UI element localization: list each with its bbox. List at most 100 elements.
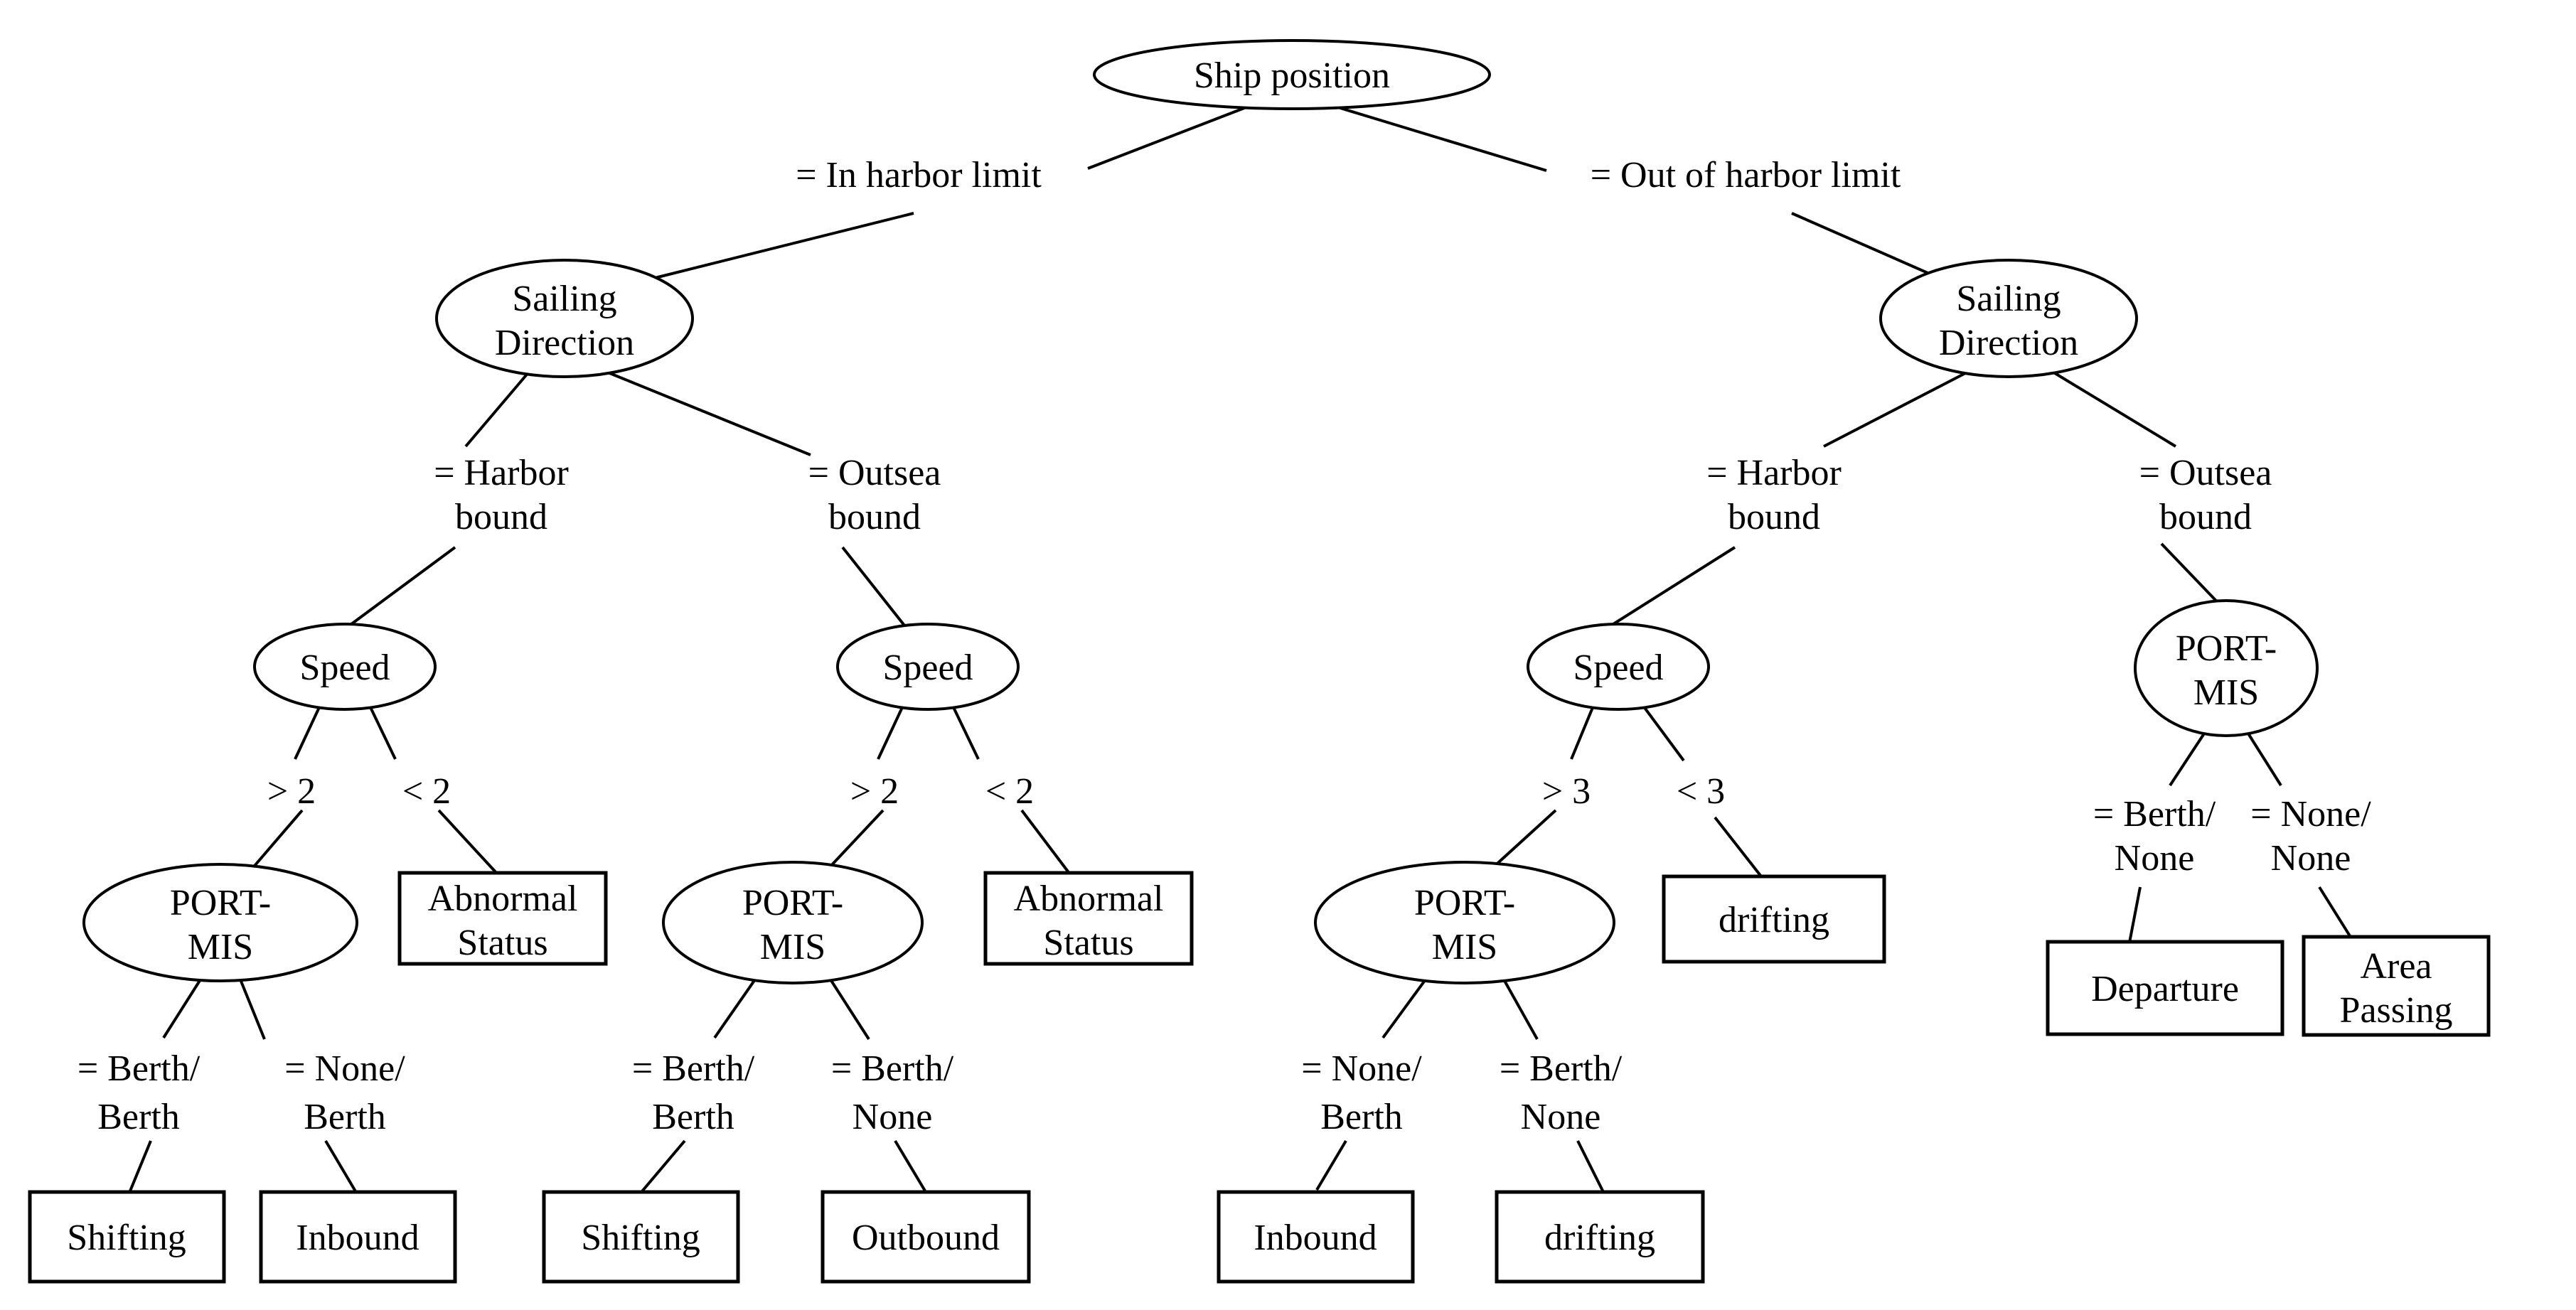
- portmis-far-right-label-line1: PORT-: [2176, 628, 2277, 669]
- edge-label-none-berth-1-line1: = None/: [284, 1048, 405, 1089]
- portmis-far-right-label-line2: MIS: [2193, 672, 2259, 713]
- shifting-1-label: Shifting: [67, 1218, 186, 1258]
- edge-label-none-berth-1-line2: Berth: [304, 1097, 386, 1137]
- portmis-left-label-line1: PORT-: [170, 883, 271, 923]
- inbound-1-box: [259, 1190, 457, 1284]
- speed-left-label: Speed: [299, 648, 390, 688]
- sailing-direction-right-label-line1: Sailing: [1956, 279, 2061, 319]
- edge-label-in-harbor-limit: = In harbor limit: [796, 155, 1042, 195]
- edge-label-berth-none-far-line2: None: [2115, 838, 2195, 879]
- edge-speed-left-to-gt2: [294, 705, 321, 760]
- abnormal-status-left-label-line2: Status: [457, 923, 547, 963]
- ship-position-label: Ship position: [1194, 55, 1390, 96]
- leaf-inbound-2: Inbound: [1217, 1190, 1415, 1284]
- edge-berth-berth-to-shifting-2: [641, 1139, 686, 1193]
- edge-label-outsea-bound-left-line2: bound: [828, 497, 921, 537]
- edge-label-harbor-bound-right-line2: bound: [1728, 497, 1820, 537]
- edge-label-outsea-bound-right-line2: bound: [2159, 497, 2252, 537]
- node-portmis-right-mid: PORT- MIS: [1314, 861, 1615, 984]
- abnormal-status-mid-box: [983, 871, 1194, 966]
- edge-labels: = In harbor limit = Out of harbor limit …: [78, 155, 2371, 1137]
- edge-speed-left-to-lt2: [368, 705, 397, 760]
- edge-none-berth-to-inbound-1: [324, 1139, 357, 1193]
- edge-root-to-out-harbor: [1340, 107, 1547, 172]
- node-sailing-direction-left: Sailing Direction: [435, 259, 694, 378]
- edge-in-harbor-to-sailing-left: [643, 212, 914, 282]
- portmis-right-mid-label-line2: MIS: [1432, 927, 1497, 967]
- edge-label-none-berth-2-line1: = None/: [1301, 1048, 1422, 1089]
- edge-none-none-to-area-passing: [2318, 886, 2353, 940]
- abnormal-status-left-label-line1: Abnormal: [428, 879, 578, 919]
- leaf-inbound-1: Inbound: [259, 1190, 457, 1284]
- portmis-mid-ellipse: [662, 861, 924, 984]
- ship-position-ellipse: [1093, 39, 1491, 110]
- drifting-2-label: drifting: [1544, 1218, 1655, 1258]
- edge-label-none-none-line2: None: [2271, 838, 2351, 879]
- edge-root-to-in-harbor: [1087, 107, 1245, 170]
- departure-box: [2046, 940, 2284, 1036]
- edge-label-lt2-left: < 2: [402, 771, 451, 812]
- inbound-1-label: Inbound: [296, 1218, 419, 1258]
- leaf-abnormal-status-mid: Abnormal Status: [983, 871, 1194, 966]
- edge-speed-mid-to-gt2: [877, 705, 904, 760]
- outbound-label: Outbound: [852, 1218, 1000, 1258]
- edge-label-out-of-harbor-limit: = Out of harbor limit: [1591, 155, 1901, 195]
- edge-label-berth-none-far-line1: = Berth/: [2093, 794, 2216, 834]
- area-passing-label-line2: Passing: [2340, 990, 2453, 1031]
- edge-none-berth-to-inbound-2: [1315, 1139, 1347, 1191]
- edge-label-berth-berth-2-line1: = Berth/: [632, 1048, 755, 1089]
- node-portmis-mid: PORT- MIS: [662, 861, 924, 984]
- edge-harbor-bound-to-speed-left: [338, 546, 456, 634]
- edge-lt2-to-abnormal-left: [437, 809, 499, 876]
- node-speed-left: Speed: [253, 623, 437, 711]
- edge-label-none-none-line1: = None/: [2250, 794, 2371, 834]
- edge-label-berth-none-2-line2: None: [853, 1097, 933, 1137]
- portmis-right-mid-ellipse: [1314, 861, 1615, 984]
- edge-portmis-mid-to-berth-berth: [713, 978, 757, 1039]
- edge-label-harbor-bound-left-line2: bound: [455, 497, 547, 537]
- edge-berth-none-to-departure: [2128, 886, 2142, 943]
- edge-label-berth-none-2-line1: = Berth/: [831, 1048, 954, 1089]
- edge-portmis-far-to-none-none: [2247, 732, 2282, 787]
- edge-berth-none-to-outbound: [894, 1139, 927, 1193]
- area-passing-label-line1: Area: [2360, 946, 2432, 987]
- edge-gt3-to-portmis-rmid: [1490, 809, 1557, 870]
- edge-speed-right-to-gt3: [1570, 705, 1595, 760]
- outbound-box: [821, 1190, 1031, 1284]
- speed-left-ellipse: [253, 623, 437, 711]
- edge-gt2-to-portmis-mid: [827, 809, 885, 870]
- edge-speed-right-to-lt3: [1642, 704, 1685, 762]
- portmis-far-right-ellipse: [2134, 599, 2319, 737]
- edge-portmis-left-to-berth-berth: [162, 978, 202, 1039]
- speed-right-ellipse: [1527, 623, 1710, 711]
- edge-sailing-left-to-harbor-bound: [464, 370, 531, 448]
- edge-portmis-rmid-to-none-berth: [1381, 978, 1427, 1039]
- edge-harbor-bound-to-speed-right: [1598, 546, 1736, 634]
- leaf-abnormal-status-left: Abnormal Status: [397, 871, 608, 966]
- edge-label-berth-berth-1-line2: Berth: [97, 1097, 180, 1137]
- edge-lines: [128, 107, 2353, 1193]
- edge-label-berth-berth-2-line2: Berth: [652, 1097, 734, 1137]
- edge-portmis-far-to-berth-none: [2169, 732, 2206, 787]
- edge-out-harbor-to-sailing-right: [1791, 212, 1938, 279]
- edge-lt2-to-abnormal-mid: [1020, 809, 1071, 876]
- node-portmis-left: PORT- MIS: [82, 863, 358, 982]
- shifting-1-box: [28, 1190, 226, 1284]
- sailing-direction-right-ellipse: [1879, 259, 2138, 378]
- leaf-shifting-2: Shifting: [542, 1190, 740, 1284]
- edge-outsea-bound-to-speed-mid: [841, 546, 912, 634]
- edge-label-gt2-mid: > 2: [850, 771, 899, 812]
- edge-sailing-right-to-outsea-bound: [2050, 370, 2177, 448]
- shifting-2-label: Shifting: [581, 1218, 700, 1258]
- edge-gt2-to-portmis-left: [249, 809, 304, 872]
- edge-label-outsea-bound-left-line1: = Outsea: [808, 453, 941, 493]
- edge-label-gt2-left: > 2: [267, 771, 316, 812]
- edge-berth-none-to-drifting-2: [1576, 1140, 1605, 1193]
- node-sailing-direction-right: Sailing Direction: [1879, 259, 2138, 378]
- leaf-departure: Departure: [2046, 940, 2284, 1036]
- edge-label-outsea-bound-right-line1: = Outsea: [2139, 453, 2272, 493]
- edge-label-berth-berth-1-line1: = Berth/: [78, 1048, 201, 1089]
- edge-portmis-rmid-to-berth-none: [1502, 979, 1539, 1040]
